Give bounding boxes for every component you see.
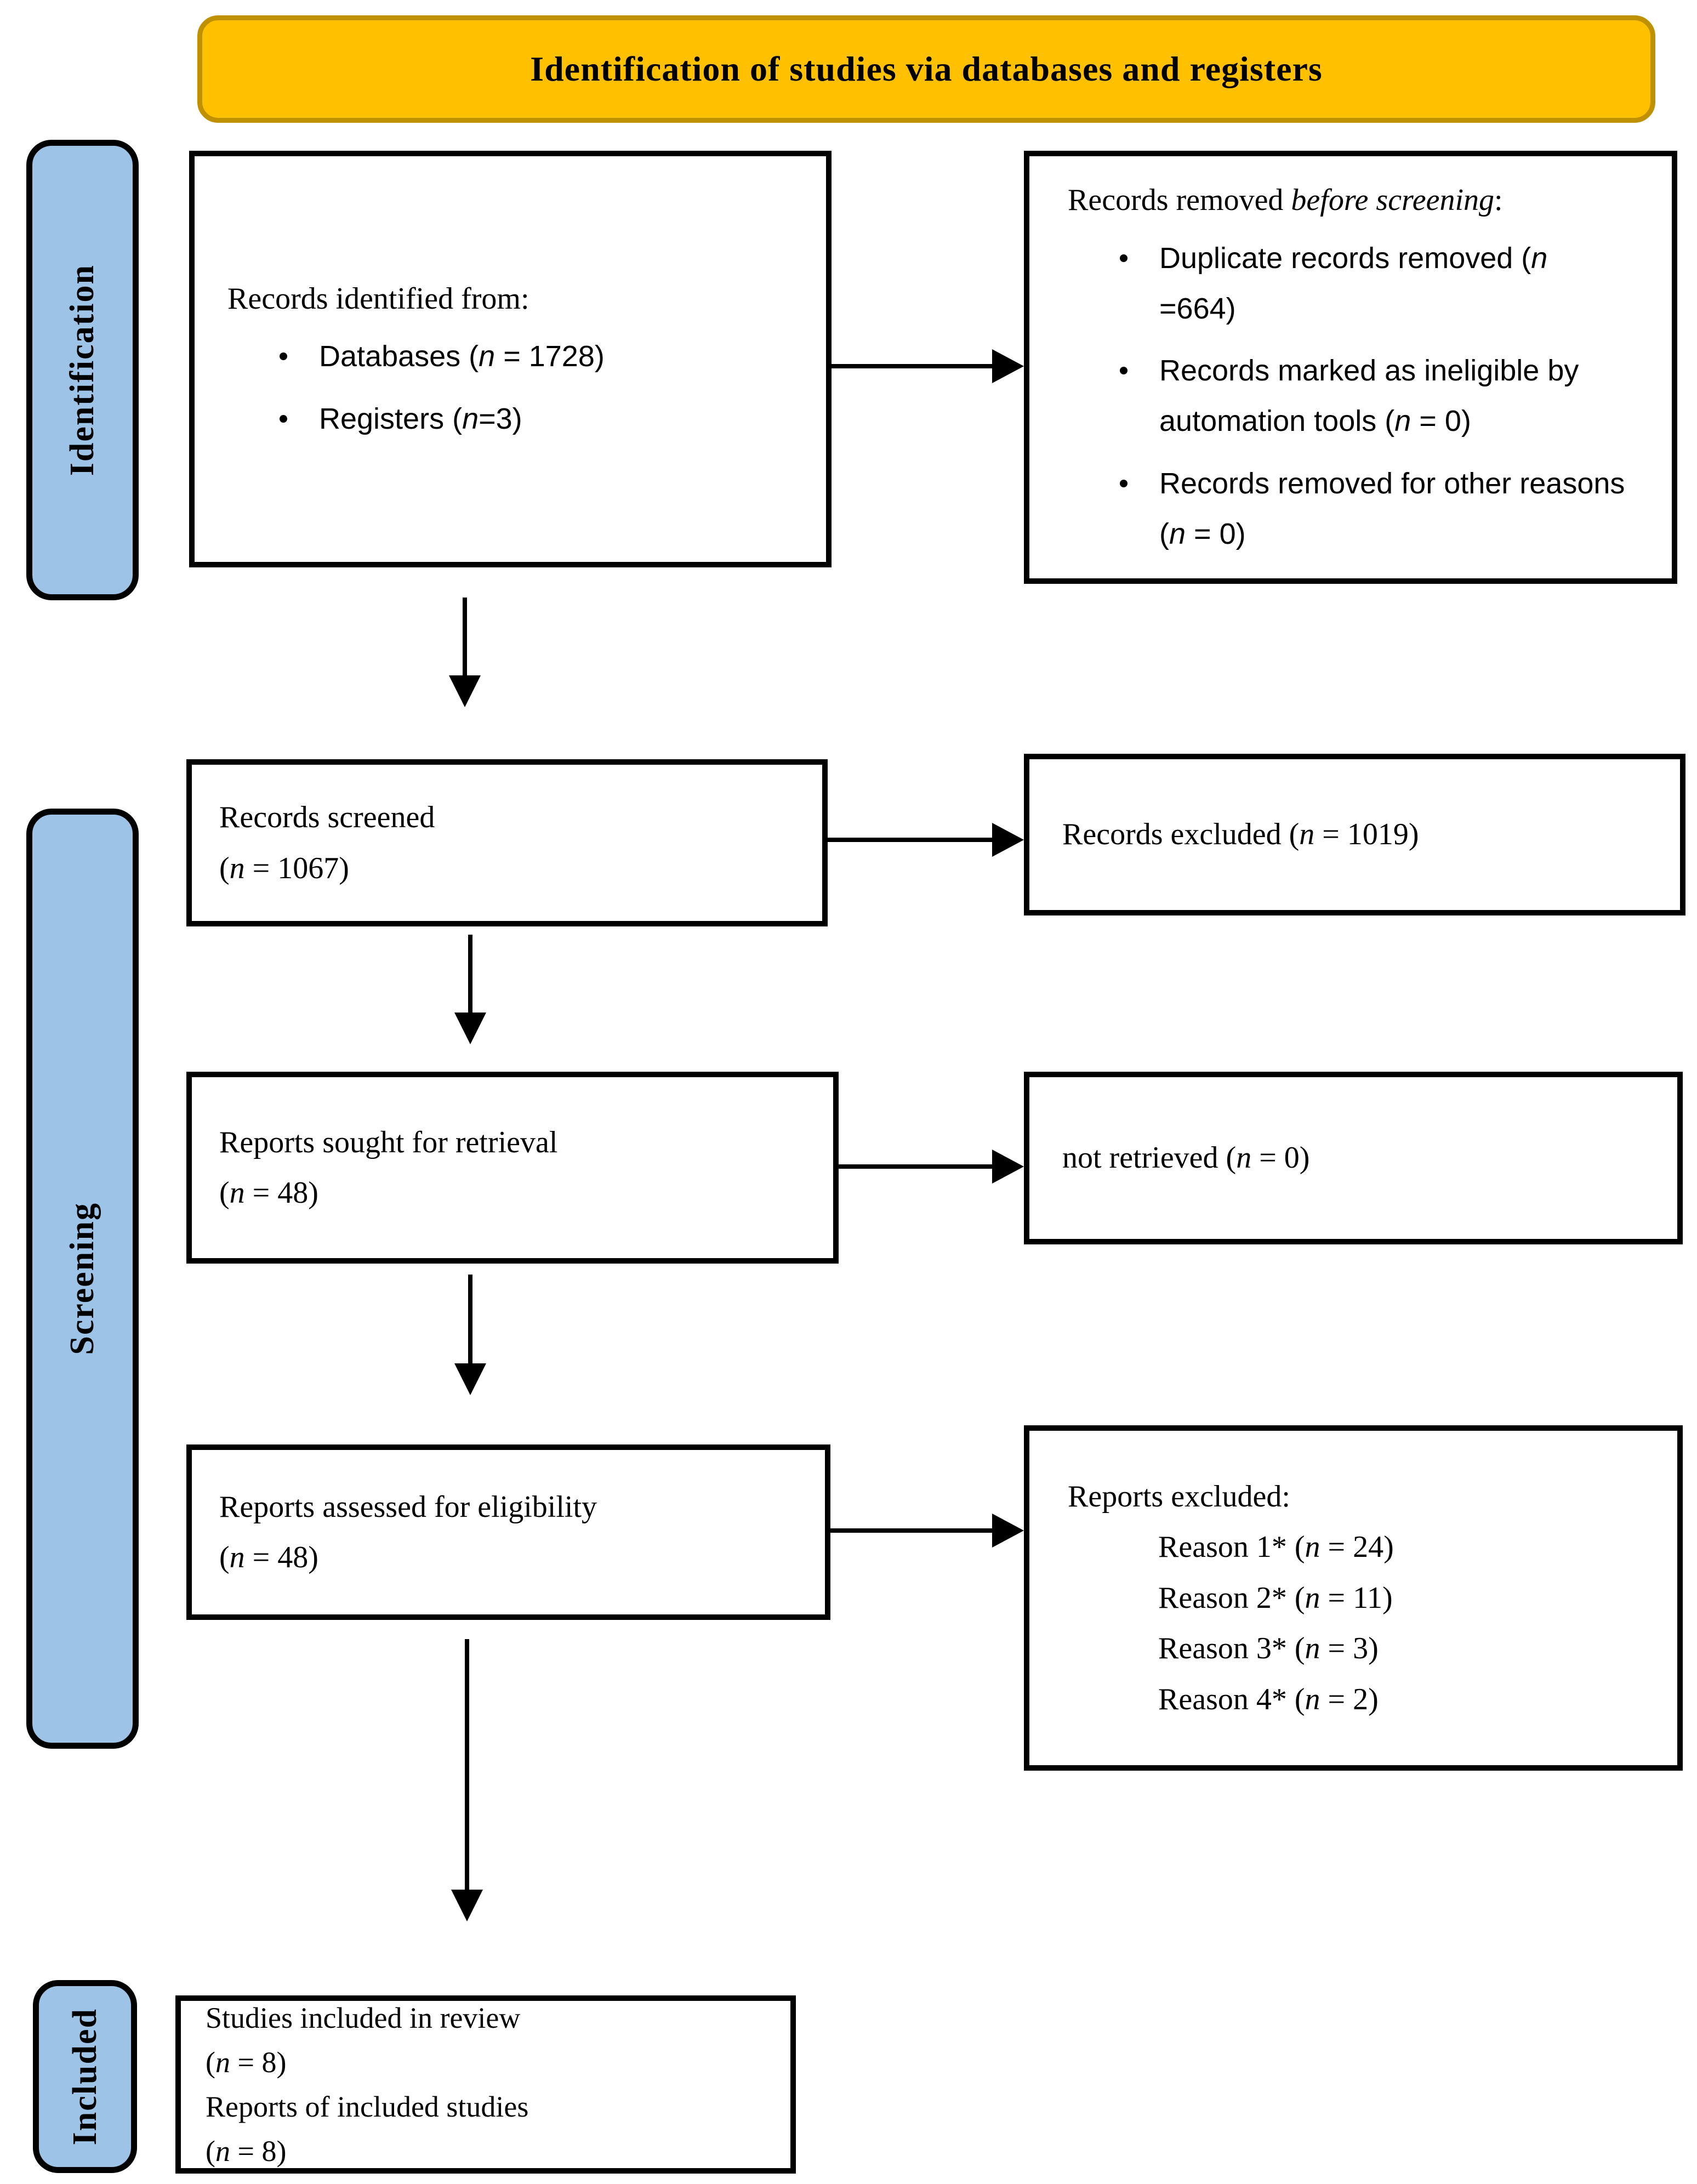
- included-line: (n = 8): [206, 2134, 287, 2168]
- box-records-screened: Records screened (n = 1067): [186, 759, 828, 926]
- box-reports-excluded-heading: Reports excluded:: [1068, 1480, 1290, 1514]
- bullet-icon: [1120, 254, 1127, 262]
- bullet-list: Databases (n = 1728) Registers (n=3): [227, 332, 810, 445]
- reason-item: Reason 2* (n = 11): [1158, 1580, 1393, 1615]
- included-line: Reports of included studies: [206, 2090, 529, 2123]
- reason-item: Reason 3* (n = 3): [1158, 1631, 1379, 1666]
- bullet-icon: [1120, 479, 1127, 487]
- bullet-text: Databases (n = 1728): [319, 340, 605, 373]
- reason-item: Reason 4* (n = 2): [1158, 1682, 1379, 1716]
- box-records-excluded-text: Records excluded (n = 1019): [1062, 817, 1419, 852]
- arrow-screened-to-excluded: [828, 838, 993, 842]
- reason-list: Reason 1* (n = 24) Reason 2* (n = 11) Re…: [1158, 1522, 1677, 1725]
- reason-item: Reason 1* (n = 24): [1158, 1530, 1394, 1565]
- list-item: Databases (n = 1728): [227, 332, 810, 382]
- box-records-removed-heading: Records removed before screening:: [1068, 175, 1658, 225]
- bullet-text: Registers (n=3): [319, 402, 522, 436]
- included-line: (n = 8): [206, 2045, 287, 2079]
- arrow-sought-to-assessed: [468, 1275, 472, 1364]
- heading-prefix: Records removed: [1068, 183, 1291, 218]
- stage-screening-label: Screening: [64, 1202, 101, 1355]
- box-reports-sought: Reports sought for retrieval (n = 48): [186, 1072, 839, 1264]
- list-item: Registers (n=3): [227, 394, 810, 445]
- box-reports-excluded: Reports excluded: Reason 1* (n = 24) Rea…: [1024, 1425, 1683, 1771]
- bullet-icon: [280, 352, 287, 361]
- arrow-assessed-to-reportsexcluded: [830, 1528, 993, 1533]
- arrow-screened-to-sought: [468, 935, 472, 1014]
- arrow-assessed-to-included: [465, 1639, 469, 1891]
- list-item: Records marked as ineligible by automati…: [1068, 346, 1658, 447]
- box-studies-included: Studies included in review (n = 8) Repor…: [175, 1995, 796, 2174]
- arrow-identified-to-screened: [463, 598, 467, 676]
- stage-included: Included: [33, 1980, 137, 2173]
- bullet-text: Duplicate records removed (n =664): [1159, 241, 1548, 325]
- banner: Identification of studies via databases …: [197, 15, 1655, 123]
- box-reports-assessed-line1: Reports assessed for eligibility: [219, 1489, 597, 1524]
- list-item: Records removed for other reasons (n = 0…: [1068, 459, 1658, 560]
- bullet-list: Duplicate records removed (n =664) Recor…: [1068, 234, 1658, 560]
- bullet-icon: [280, 415, 287, 423]
- banner-title: Identification of studies via databases …: [530, 49, 1323, 88]
- stage-identification-label: Identification: [64, 264, 101, 476]
- box-reports-sought-line1: Reports sought for retrieval: [219, 1125, 558, 1159]
- heading-suffix: :: [1494, 183, 1503, 218]
- arrow-identified-to-removed: [832, 364, 993, 368]
- arrow-sought-to-notretrieved: [839, 1164, 993, 1169]
- stage-identification: Identification: [26, 140, 139, 600]
- list-item: Duplicate records removed (n =664): [1068, 234, 1658, 334]
- included-lines: Studies included in review (n = 8) Repor…: [206, 1996, 790, 2174]
- heading-italic: before screening: [1291, 183, 1495, 218]
- bullet-text: Records marked as ineligible by automati…: [1159, 354, 1579, 438]
- box-records-removed: Records removed before screening: Duplic…: [1024, 151, 1677, 584]
- bullet-icon: [1120, 367, 1127, 375]
- box-records-identified-heading: Records identified from:: [227, 282, 529, 316]
- box-reports-assessed-line2: (n = 48): [219, 1540, 318, 1574]
- box-not-retrieved-text: not retrieved (n = 0): [1062, 1141, 1310, 1175]
- box-not-retrieved: not retrieved (n = 0): [1024, 1072, 1683, 1244]
- stage-screening: Screening: [26, 809, 139, 1749]
- stage-included-label: Included: [66, 2007, 104, 2146]
- box-records-screened-line1: Records screened: [219, 800, 435, 835]
- box-reports-assessed: Reports assessed for eligibility (n = 48…: [186, 1444, 830, 1620]
- box-records-identified: Records identified from: Databases (n = …: [189, 151, 832, 567]
- bullet-text: Records removed for other reasons (n = 0…: [1159, 467, 1625, 550]
- box-records-screened-line2: (n = 1067): [219, 851, 349, 885]
- box-reports-sought-line2: (n = 48): [219, 1176, 318, 1210]
- included-line: Studies included in review: [206, 2001, 521, 2034]
- box-records-excluded: Records excluded (n = 1019): [1024, 754, 1685, 915]
